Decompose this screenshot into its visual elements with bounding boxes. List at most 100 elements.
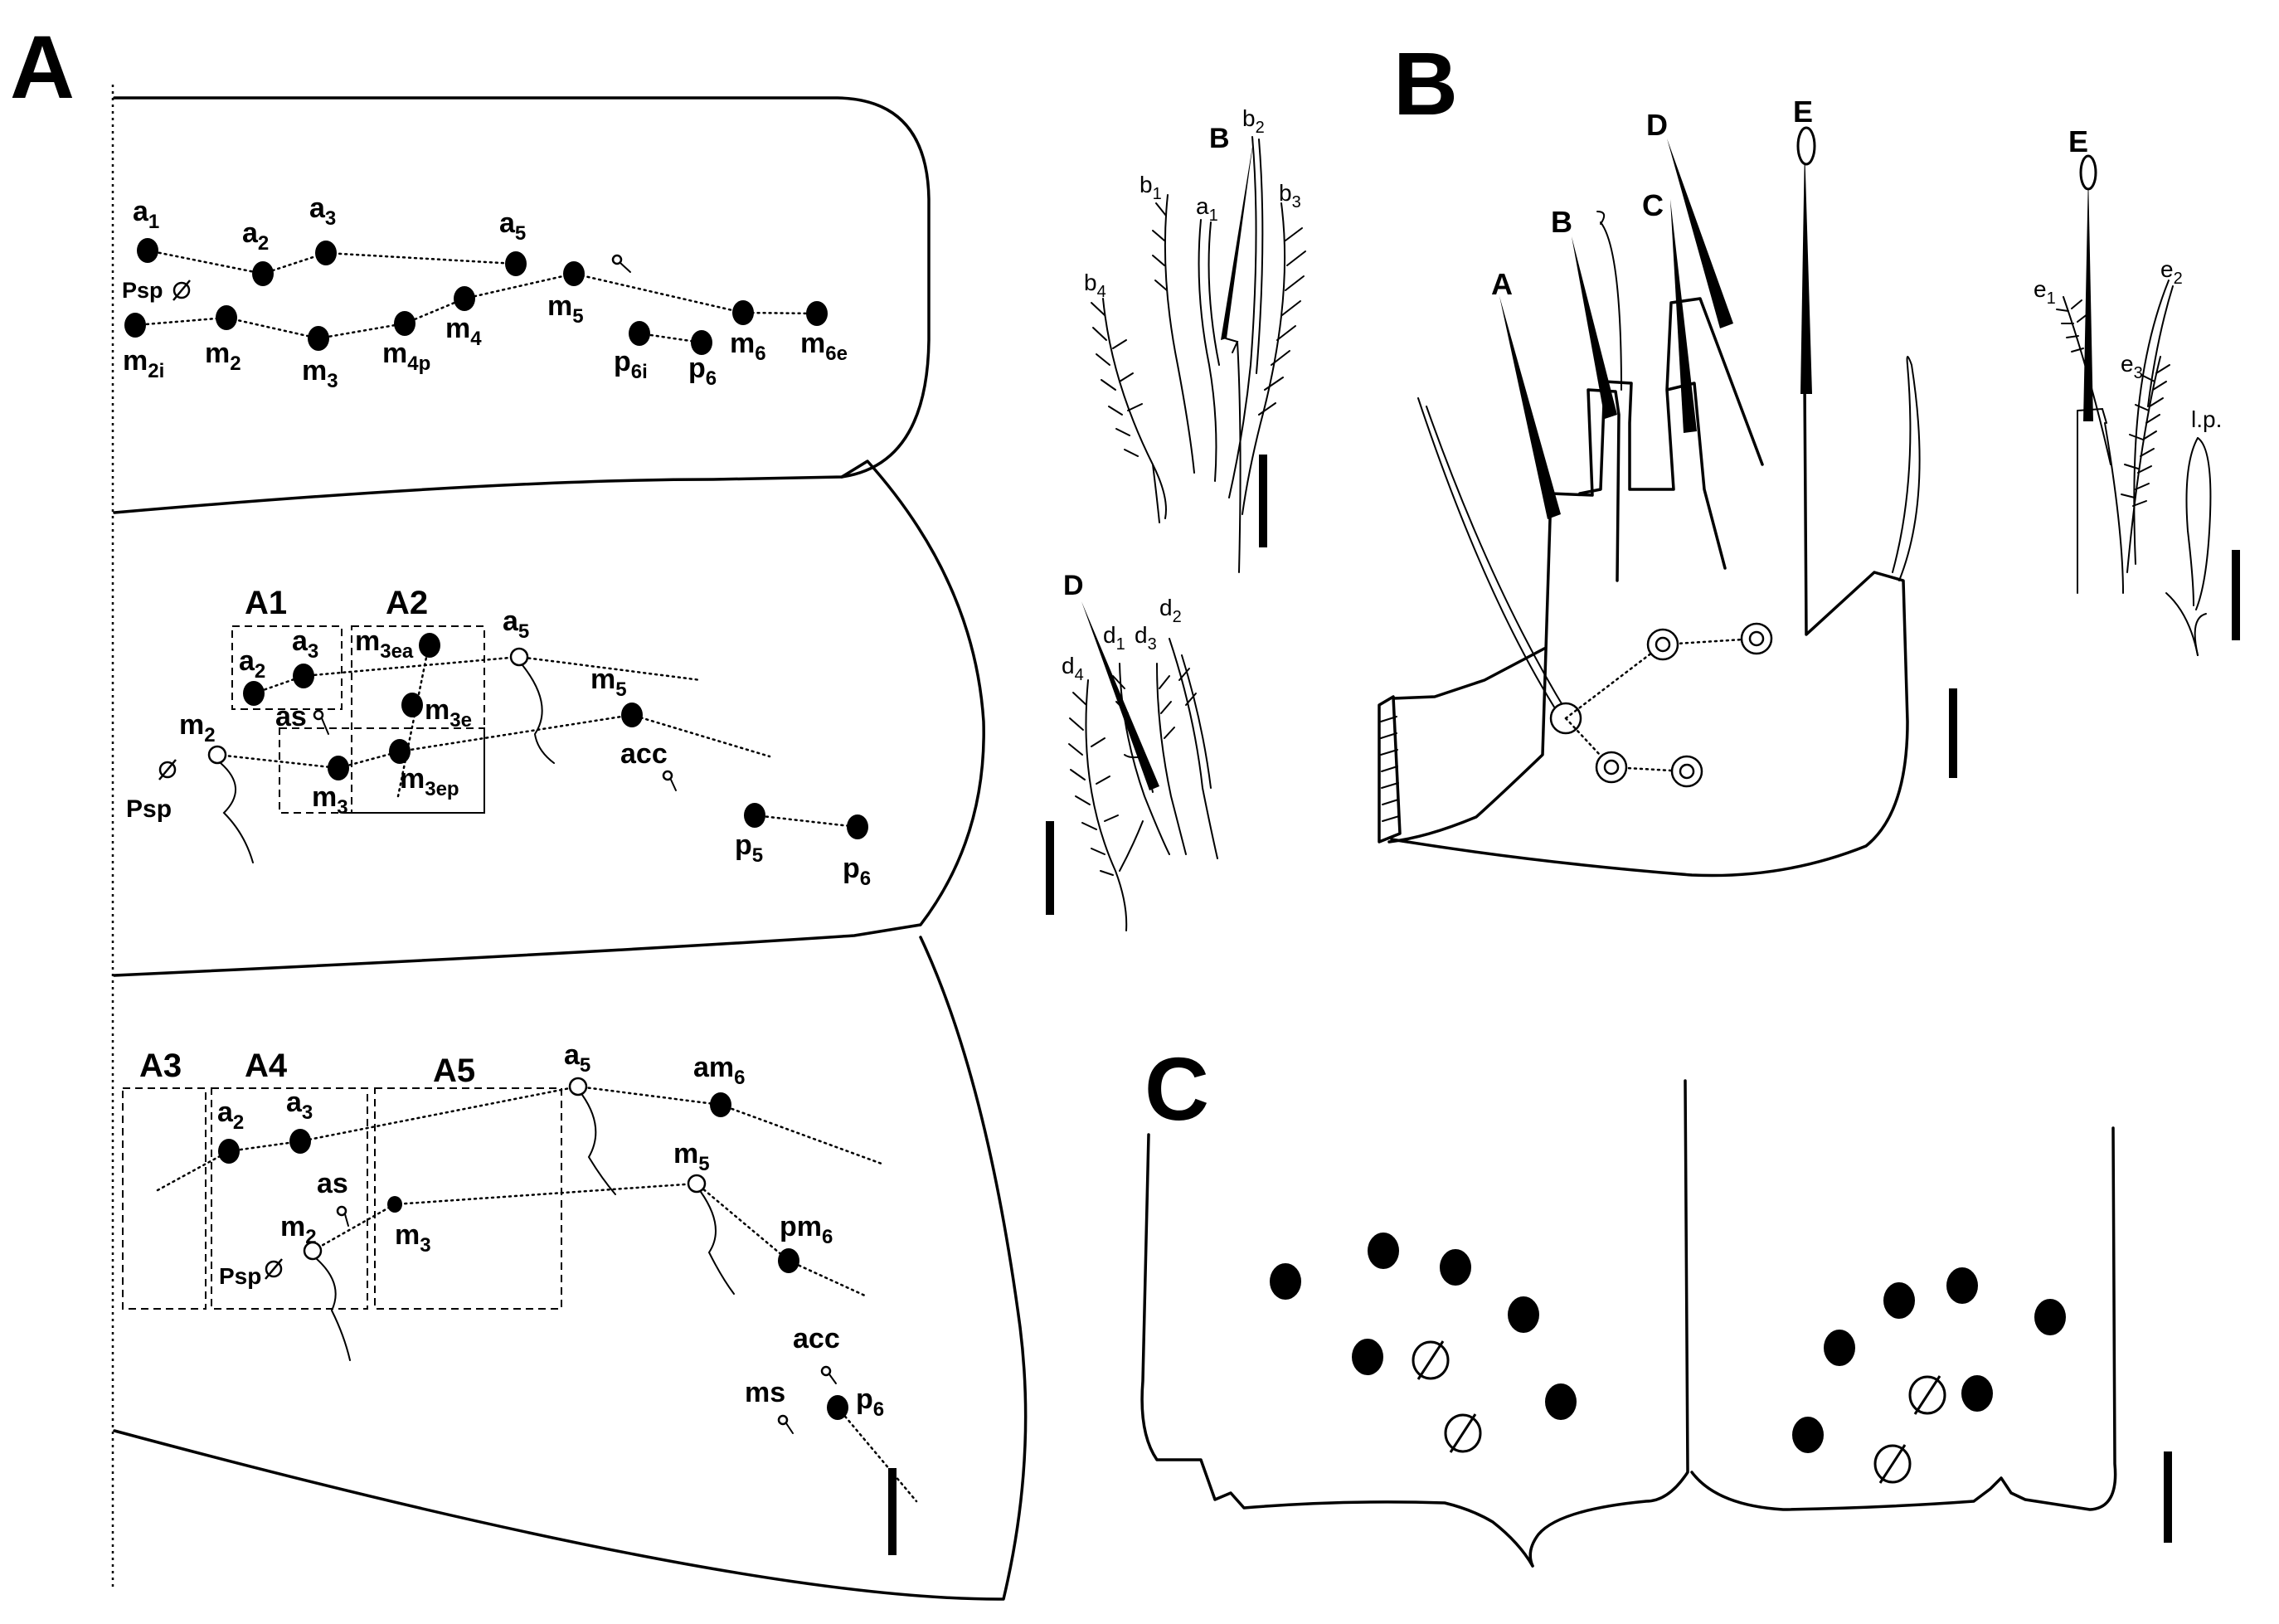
chaeta-e1-barbs bbox=[2056, 299, 2089, 353]
label-b1: b1 bbox=[1140, 172, 1162, 203]
seta-c-12 bbox=[1792, 1417, 1824, 1453]
box-a5 bbox=[374, 1087, 562, 1310]
chaeta-d4-barbs bbox=[1068, 692, 1119, 876]
seta-m5 bbox=[563, 261, 585, 286]
label-m2i: m2i bbox=[123, 345, 164, 382]
label-e1: e1 bbox=[2034, 276, 2056, 308]
basal-flange bbox=[1378, 695, 1402, 844]
macrochaeta-m2 bbox=[207, 745, 254, 863]
label-a2: a2 bbox=[242, 217, 269, 255]
chaeta-a1-edge bbox=[1208, 221, 1220, 366]
socket-stem bbox=[2077, 407, 2124, 594]
segment-3-chaetotaxy: A3 A4 A5 bbox=[122, 1039, 918, 1503]
chaeta-b4 bbox=[1102, 298, 1167, 519]
seta-m3e bbox=[401, 693, 423, 717]
label-m6e: m6e bbox=[800, 328, 848, 365]
box-a1 bbox=[231, 625, 343, 710]
chaeta-d3 bbox=[1156, 663, 1187, 855]
label-psp: Psp bbox=[122, 278, 163, 303]
label-e: E bbox=[2068, 124, 2088, 158]
label-d2: d2 bbox=[1159, 595, 1182, 626]
seta-a2 bbox=[252, 261, 274, 286]
row-p-line bbox=[753, 814, 859, 829]
upper-edge bbox=[1392, 647, 1546, 700]
label-m3e: m3e bbox=[425, 694, 472, 732]
label-p6: p6 bbox=[688, 353, 717, 390]
chaeta-a1 bbox=[1198, 219, 1217, 482]
seta-c-5 bbox=[1352, 1339, 1383, 1375]
chaeta-b1-barbs bbox=[1152, 202, 1168, 291]
spine-e-knob bbox=[1796, 126, 1816, 166]
label-a5: a5 bbox=[499, 207, 526, 245]
seta-c-9 bbox=[2034, 1299, 2066, 1335]
seta-p5 bbox=[744, 803, 765, 828]
leg-segment-outline bbox=[1387, 297, 1909, 878]
label-spine-c: C bbox=[1642, 188, 1664, 222]
pseudopore-icon bbox=[1908, 1375, 1946, 1415]
seta-c-10 bbox=[1824, 1330, 1855, 1366]
label-d4: d4 bbox=[1062, 653, 1084, 684]
seta-m3 bbox=[308, 326, 329, 351]
label-a3: a3 bbox=[309, 192, 336, 230]
label-m2: m2 bbox=[280, 1211, 317, 1248]
row-a-line bbox=[156, 1085, 883, 1192]
chaeta-b3-barbs bbox=[1258, 227, 1306, 416]
chaeta-b2 bbox=[1228, 136, 1257, 498]
seta-a3 bbox=[293, 664, 314, 688]
spine-b-fine-tip bbox=[1596, 211, 1606, 225]
label-psp: Psp bbox=[219, 1263, 261, 1289]
seta-a3 bbox=[289, 1129, 311, 1154]
chaeta-b1 bbox=[1164, 194, 1195, 474]
segment-3-outline bbox=[113, 936, 1028, 1601]
label-m4p: m4p bbox=[382, 338, 430, 375]
chaeta-b-thick bbox=[1221, 137, 1254, 340]
seta-c-1 bbox=[1270, 1263, 1301, 1300]
macrochaeta-a5 bbox=[509, 647, 555, 764]
chaeta-b2-edge bbox=[1256, 139, 1264, 374]
label-a5: a5 bbox=[503, 605, 529, 643]
seta-a3 bbox=[315, 241, 337, 265]
label-m3: m3 bbox=[312, 781, 348, 819]
pseudopore-icon bbox=[1873, 1444, 1912, 1484]
seta-c-11 bbox=[1961, 1375, 1993, 1412]
seta-m6 bbox=[732, 300, 754, 325]
seta-m3ep bbox=[389, 739, 411, 764]
lateral-process-edge bbox=[2185, 437, 2199, 606]
seta-m3ea bbox=[419, 633, 440, 658]
pseudopore-icon bbox=[1412, 1340, 1450, 1380]
pseudopore-icon bbox=[265, 1258, 283, 1280]
chaeta-e1 bbox=[2063, 296, 2111, 465]
seta-p6 bbox=[827, 1395, 848, 1420]
spine-b bbox=[1572, 236, 1617, 419]
chaeta-e3-barbs bbox=[2121, 364, 2170, 507]
spine-b-fine bbox=[1600, 221, 1622, 391]
label-as: as bbox=[317, 1168, 348, 1199]
socket bbox=[1225, 338, 1239, 353]
inset-e-chaetae: E e1 e2 e3 l.p. bbox=[2034, 124, 2222, 656]
label-d3: d3 bbox=[1135, 622, 1157, 654]
seta-m3 bbox=[328, 756, 349, 780]
panel-b-drawing: A B C D E bbox=[1378, 95, 1921, 878]
label-m3: m3 bbox=[302, 355, 338, 392]
sensillum-acc-icon bbox=[820, 1365, 837, 1384]
segment-2-outline bbox=[113, 459, 985, 977]
pseudopore-icon bbox=[1444, 1413, 1482, 1453]
panel-label-b: B bbox=[1393, 33, 1458, 134]
seta-am6 bbox=[710, 1092, 731, 1117]
label-e3: e3 bbox=[2121, 351, 2143, 382]
box-a3 bbox=[122, 1087, 207, 1310]
sensillum-icon bbox=[611, 254, 631, 273]
seta-m4p bbox=[394, 311, 415, 336]
seta-a2 bbox=[243, 681, 265, 706]
label-as: as bbox=[275, 701, 307, 732]
chaeta-b4-base bbox=[1152, 464, 1160, 523]
chaeta-d4-branch bbox=[1119, 820, 1144, 872]
segment-2-chaetotaxy: A1 A2 bbox=[126, 585, 871, 890]
label-p6i: p6i bbox=[614, 346, 648, 383]
label-b2: b2 bbox=[1242, 105, 1265, 137]
label-p6: p6 bbox=[856, 1383, 884, 1421]
macrochaeta-m5 bbox=[687, 1174, 735, 1295]
seta-m3 bbox=[387, 1196, 402, 1213]
label-a1: a1 bbox=[133, 196, 159, 233]
seta-a5 bbox=[505, 251, 527, 276]
